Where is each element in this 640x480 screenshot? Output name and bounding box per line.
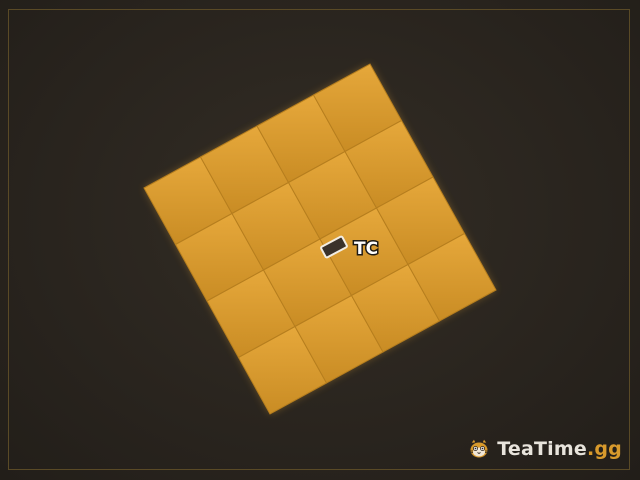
brand-name: TeaTime: [497, 438, 587, 460]
foundation-marker-icon: [320, 235, 348, 259]
grid-tile[interactable]: [407, 232, 497, 322]
town-center-marker[interactable]: TC: [320, 235, 380, 261]
teatime-cat-logo-icon: [469, 438, 490, 459]
tile-group: [143, 63, 497, 415]
map-frame: [8, 9, 630, 470]
marker-label: TC: [354, 239, 378, 259]
brand-watermark: TeaTime.gg: [467, 436, 622, 462]
brand-tld: .gg: [586, 438, 622, 460]
